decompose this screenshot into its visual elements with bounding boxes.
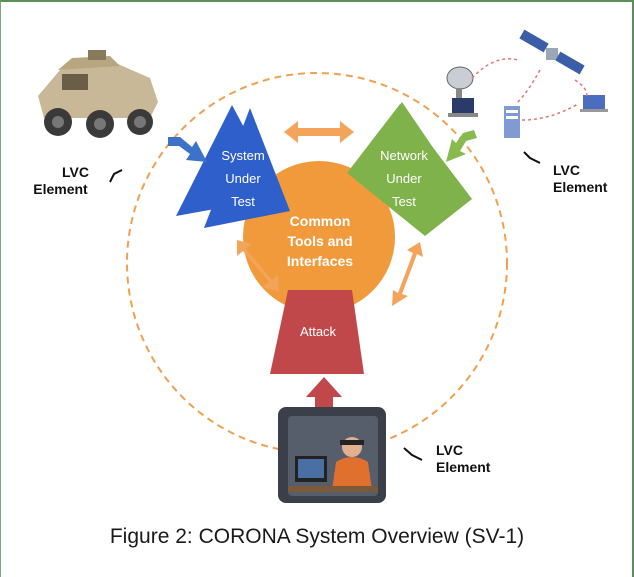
lvc-label-vehicle: LVC Element (33, 164, 89, 198)
common-tools-label-2: Tools and (287, 233, 352, 249)
lvc-label-vehicle-line2: Element (33, 181, 88, 197)
lvc-label-hacker: LVC Element (436, 442, 490, 476)
network-links (471, 58, 588, 121)
satellite-icon (519, 29, 585, 75)
lvc-label-network-line2: Element (553, 179, 608, 195)
attack-label: Attack (300, 324, 337, 339)
dashed-boundary-circle (126, 72, 508, 454)
arrow-sut-attack (237, 240, 279, 292)
figure-caption: Figure 2: CORONA System Overview (SV-1) (109, 525, 525, 548)
hacker-icon (278, 407, 386, 503)
lvc-label-network-line1: LVC (553, 162, 580, 178)
laptop-icon (448, 95, 608, 117)
nut-label-1: Network (380, 148, 428, 163)
lvc-label-hacker-line1: LVC (436, 442, 463, 458)
attack-node (270, 290, 364, 374)
common-tools-label-1: Common (290, 213, 351, 229)
arrow-lvc-to-nut (446, 130, 477, 162)
nut-label-2: Under (386, 171, 422, 186)
sut-label-2: Under (225, 171, 261, 186)
arrow-nut-attack (392, 242, 423, 306)
sut-label-1: System (221, 148, 264, 163)
armored-vehicle-icon (38, 50, 158, 138)
lvc-label-hacker-line2: Element (436, 459, 491, 475)
arrow-sut-nut (284, 121, 354, 143)
lvc-pointer-marks (109, 151, 541, 461)
common-tools-label-3: Interfaces (287, 253, 353, 269)
arrow-hacker-to-attack (306, 377, 342, 415)
arrow-lvc-to-sut (168, 137, 207, 162)
lvc-label-network: LVC Element (553, 162, 607, 196)
nut-label-3: Test (392, 194, 416, 209)
server-icon (504, 106, 520, 138)
satellite-dish-icon (446, 66, 474, 98)
lvc-label-vehicle-line1: LVC (62, 164, 89, 180)
sut-label-3: Test (231, 194, 255, 209)
